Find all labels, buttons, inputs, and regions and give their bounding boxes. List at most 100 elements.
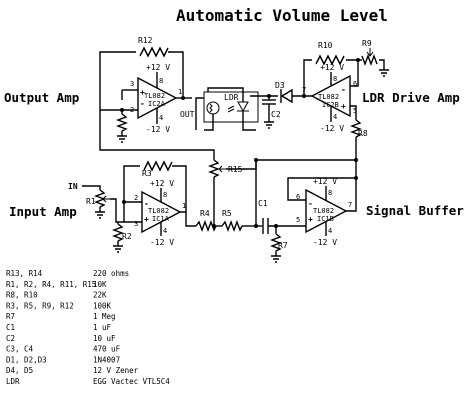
d3-diode xyxy=(280,88,293,104)
ic2b-vpos: +12 V xyxy=(320,63,344,72)
parts-list-value: 1N4007 xyxy=(93,355,120,364)
r7-resistor xyxy=(270,233,282,252)
diagram-title: Automatic Volume Level xyxy=(176,6,388,25)
ldr-drive-amp-heading: LDR Drive Amp xyxy=(362,90,460,105)
ldr-label: LDR xyxy=(224,93,239,102)
ic1a-pin1: 1 xyxy=(182,202,186,210)
parts-list-ref: R1, R2, R4, R11, R15 xyxy=(6,280,96,289)
led-icon xyxy=(237,101,249,113)
in-label: IN xyxy=(68,182,78,191)
parts-list-ref: C2 xyxy=(6,334,15,343)
ic1b-triangle xyxy=(305,188,348,234)
ic2a-vpos: +12 V xyxy=(146,63,170,72)
r8-label: R8 xyxy=(358,129,368,138)
parts-list-ref: R3, R5, R9, R12 xyxy=(6,301,74,310)
r15-wiper-arrow xyxy=(218,165,226,173)
output-amp-heading: Output Amp xyxy=(4,90,79,105)
ic1b-pin8: 8 xyxy=(328,189,332,197)
ic2b-pin4: 4 xyxy=(333,113,337,121)
r2-label: R2 xyxy=(122,232,132,241)
ic2b-minus-sign: - xyxy=(341,85,346,94)
parts-list-ref: R8, R10 xyxy=(6,291,38,300)
ic2a-opamp: + - TL082 IC2A +12 V -12 V 8 4 3 2 1 xyxy=(130,63,182,134)
parts-list-ref: LDR xyxy=(6,377,20,386)
ic2a-vneg: -12 V xyxy=(146,125,170,134)
r9-label: R9 xyxy=(362,39,372,48)
r7-label: R7 xyxy=(278,241,288,250)
ic1a-minus-sign: - xyxy=(144,199,149,208)
ic2a-plus-sign: + xyxy=(140,88,145,97)
r2-resistor xyxy=(112,223,124,242)
r1-ground xyxy=(95,211,105,219)
parts-list-value: 12 V Zener xyxy=(93,366,139,375)
ic1a-pin3: 3 xyxy=(134,220,138,228)
parts-list-value: 10K xyxy=(93,280,107,289)
ic1b-pin7: 7 xyxy=(348,201,352,209)
parts-list-value: 22K xyxy=(93,291,107,300)
ic1b-part-label: TL082 xyxy=(313,207,334,215)
ic2b-pin5: 5 xyxy=(353,107,357,115)
r15-potentiometer xyxy=(208,159,220,178)
parts-list-ref: C3, C4 xyxy=(6,345,34,354)
parts-list-value: 1 Meg xyxy=(93,312,116,321)
signal-buffer-heading: Signal Buffer xyxy=(366,203,464,218)
ic2a-pin1: 1 xyxy=(178,88,182,96)
ldr-package xyxy=(203,91,259,123)
r3-resistor xyxy=(143,160,173,172)
light-arrows-icon xyxy=(227,105,235,113)
ic1a-pin8: 8 xyxy=(163,191,167,199)
r11-resistor xyxy=(116,113,128,132)
ic2b-unit-label: IC2B xyxy=(322,101,339,109)
parts-list-value: EGG Vactec VTL5C4 xyxy=(93,377,170,386)
ic2b-pin6: 6 xyxy=(353,80,357,88)
r5-label: R5 xyxy=(222,209,232,218)
ic2a-part-label: TL082 xyxy=(144,92,165,100)
ic2b-vneg: -12 V xyxy=(320,124,344,133)
r9-wiper-arrow xyxy=(366,48,374,57)
r4-label: R4 xyxy=(200,209,210,218)
ldr-photocell-icon xyxy=(206,101,220,115)
ic1b-pin6: 6 xyxy=(296,193,300,201)
ic1b-pin4: 4 xyxy=(328,227,332,235)
r12-resistor xyxy=(139,46,169,58)
ic2b-plus-sign: + xyxy=(341,102,346,111)
r5-resistor xyxy=(221,220,243,232)
ic1b-unit-label: IC1B xyxy=(317,215,334,223)
r1-wiper-arrow xyxy=(102,195,110,203)
r12-label: R12 xyxy=(138,36,153,45)
r10-resistor xyxy=(315,54,345,66)
r1-label: R1 xyxy=(86,197,96,206)
parts-list-ref: R7 xyxy=(6,312,15,321)
parts-list-ref: D4, D5 xyxy=(6,366,33,375)
d3-label: D3 xyxy=(275,81,285,90)
ic1a-pin2: 2 xyxy=(134,194,138,202)
ic2a-unit-label: IC2A xyxy=(148,100,166,108)
ic2a-minus-sign: - xyxy=(140,99,145,108)
ic2a-pin3: 3 xyxy=(130,80,134,88)
r9-potentiometer xyxy=(361,54,378,66)
input-amp-heading: Input Amp xyxy=(9,204,77,219)
ldr-block: LDR xyxy=(195,87,259,131)
ic2a-pin8: 8 xyxy=(159,77,163,85)
parts-list-ref: D1, D2,D3 xyxy=(6,355,47,364)
parts-list-value: 1 uF xyxy=(93,323,112,332)
ic1a-vpos: +12 V xyxy=(150,179,174,188)
r10-label: R10 xyxy=(318,41,333,50)
r3-label: R3 xyxy=(142,169,152,178)
ic1a-part-label: TL082 xyxy=(148,207,169,215)
parts-list-value: 220 ohms xyxy=(93,269,129,278)
ground-symbol xyxy=(117,135,127,143)
ic1a-vneg: -12 V xyxy=(150,238,174,247)
ic2b-part-label: TL082 xyxy=(318,93,339,101)
ic1b-opamp: - + TL082 IC1B +12 V -12 V 8 4 6 5 7 xyxy=(296,177,352,247)
ic1b-vpos: +12 V xyxy=(313,177,337,186)
ic1b-vneg: -12 V xyxy=(313,238,337,247)
r2-ground xyxy=(113,245,123,253)
ic2b-pin8: 8 xyxy=(333,75,337,83)
ic1a-pin4: 4 xyxy=(163,227,167,235)
ic1b-minus-sign: - xyxy=(308,199,313,208)
r4-resistor xyxy=(195,220,217,232)
r8-resistor xyxy=(350,119,362,138)
